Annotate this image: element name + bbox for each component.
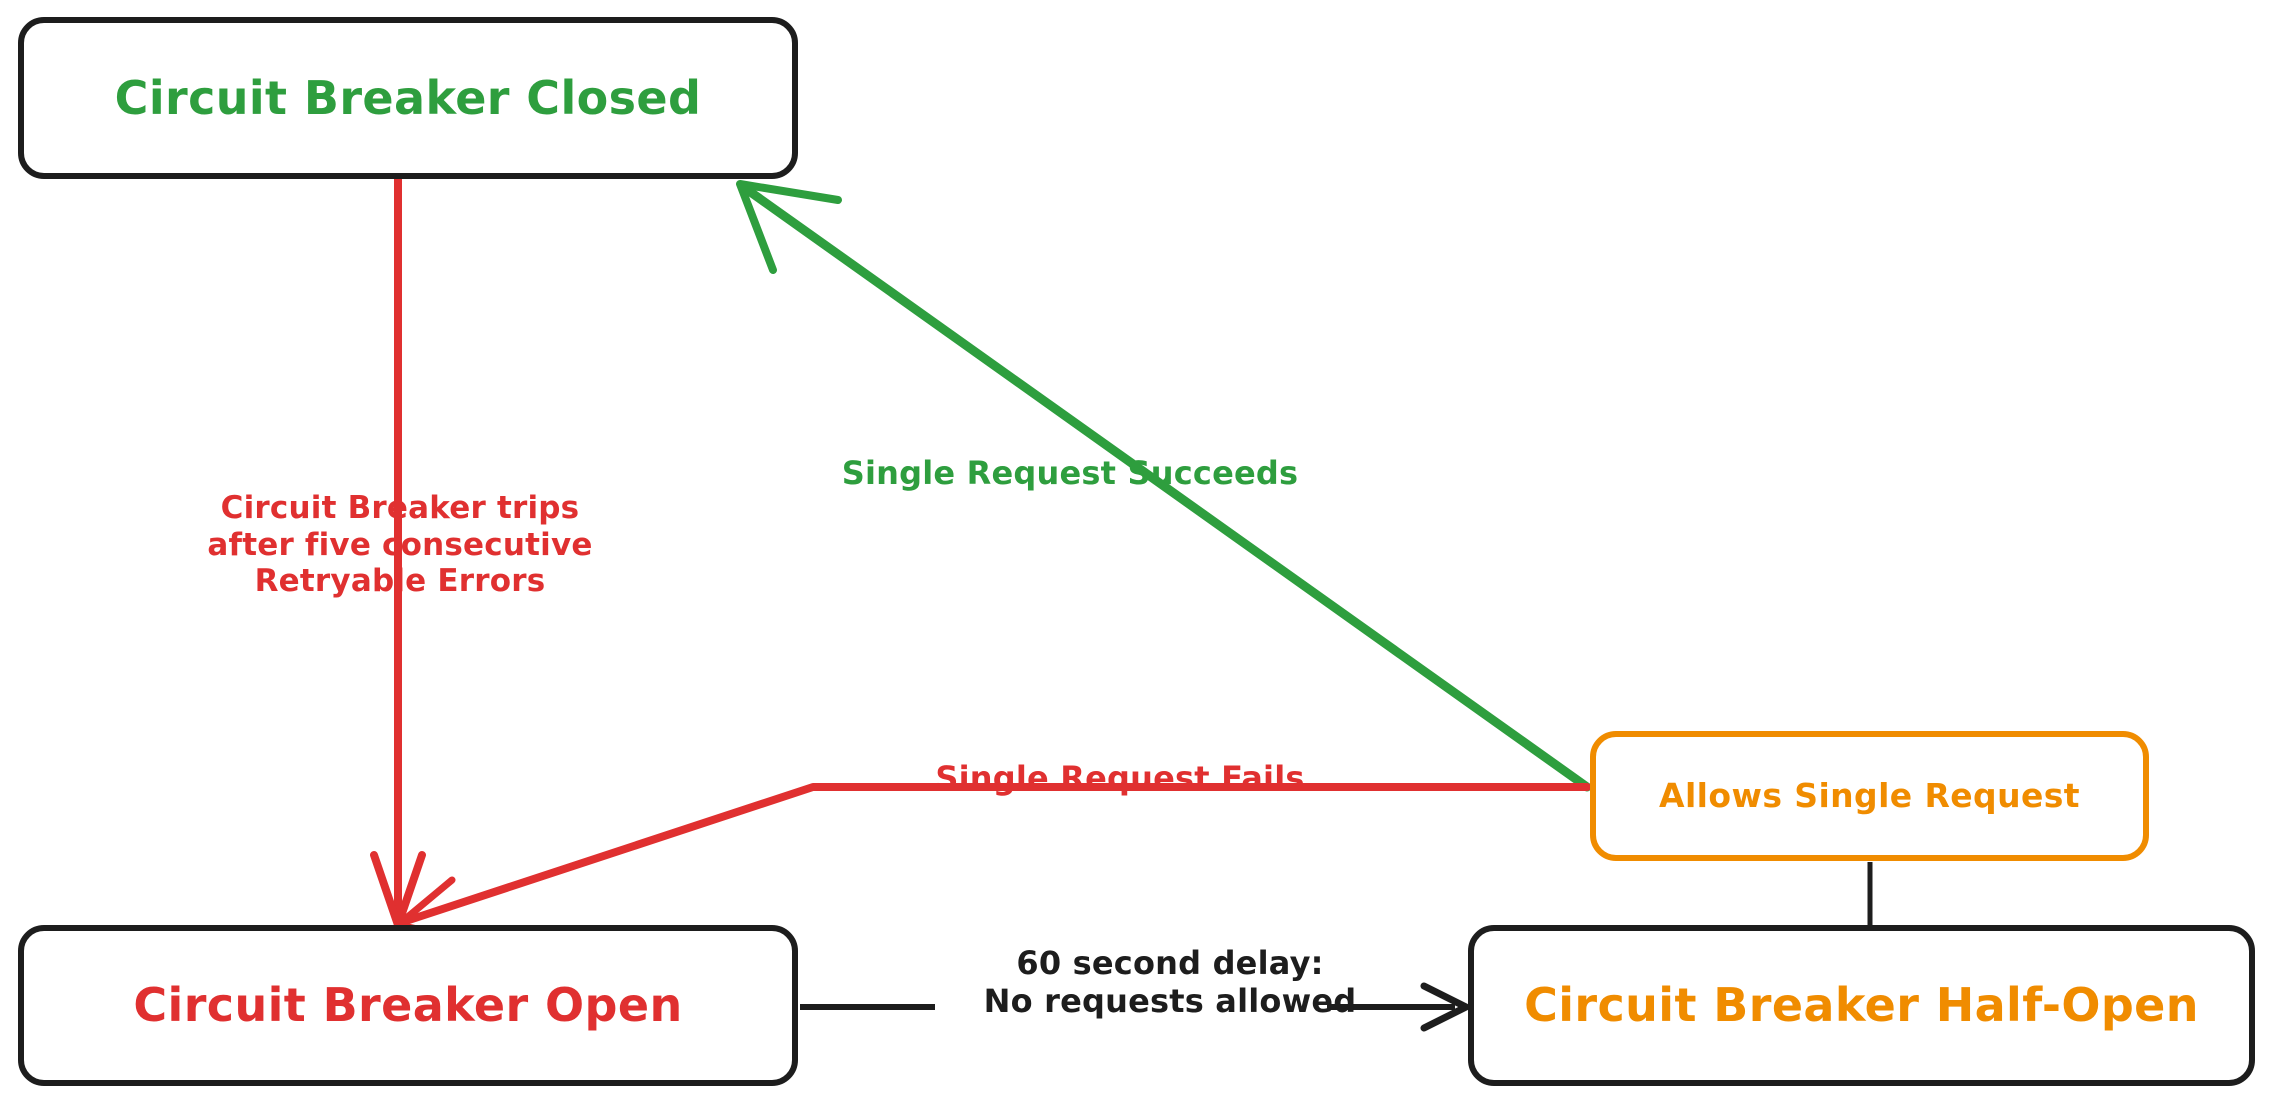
node-allows-single-request[interactable]: Allows Single Request (1590, 731, 2149, 861)
edge-open-to-halfopen (800, 982, 1470, 1032)
edge-allows-to-open (394, 783, 1591, 947)
edge-label-allows-to-closed: Single Request Succeeds (841, 454, 1299, 492)
edge-label-allows-to-open: Single Request Fails (935, 759, 1305, 797)
node-label-closed: Circuit Breaker Closed (114, 70, 702, 125)
node-label-allows: Allows Single Request (1659, 776, 2080, 816)
edge-label-closed-to-open: Circuit Breaker trips after five consecu… (207, 490, 593, 600)
node-circuit-breaker-closed[interactable]: Circuit Breaker Closed (18, 17, 798, 179)
edge-allows-to-closed (736, 180, 1592, 792)
edge-label-open-to-halfopen: 60 second delay: No requests allowed (983, 944, 1357, 1020)
node-circuit-breaker-open[interactable]: Circuit Breaker Open (18, 925, 798, 1086)
node-circuit-breaker-half-open[interactable]: Circuit Breaker Half-Open (1468, 925, 2255, 1086)
node-label-open: Circuit Breaker Open (133, 978, 683, 1033)
node-label-half-open: Circuit Breaker Half-Open (1524, 978, 2199, 1033)
